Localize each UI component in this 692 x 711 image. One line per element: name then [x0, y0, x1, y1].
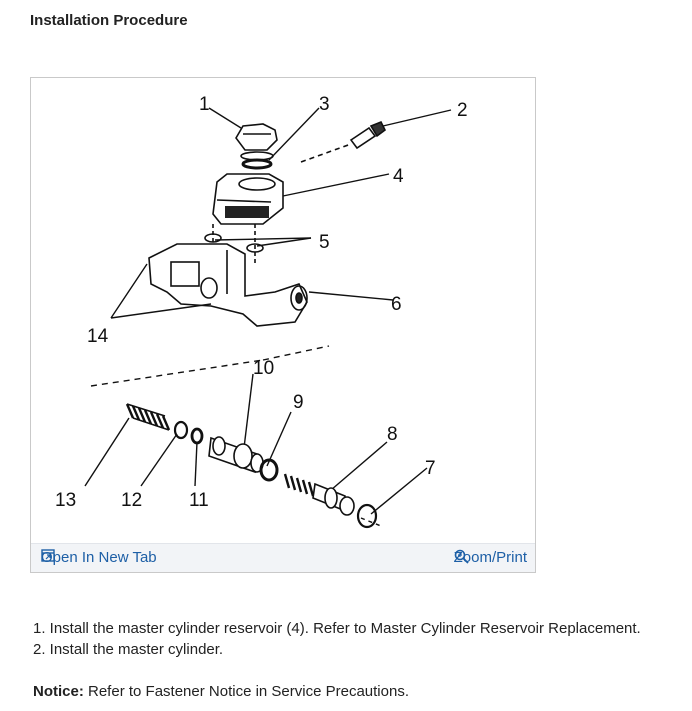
callout-3: 3	[319, 94, 330, 115]
magnifier-icon	[454, 549, 469, 564]
return-spring	[125, 403, 171, 431]
open-in-new-tab-label: Open In New Tab	[41, 549, 157, 566]
callout-numbers: 1 2 3 4 5 6 7 8 9 10 11 12 13 14	[55, 94, 468, 511]
figure-toolbar: Open In New Tab Zoom/Print	[31, 543, 535, 572]
seal	[259, 458, 279, 482]
seal	[173, 420, 189, 440]
callout-7: 7	[425, 458, 436, 479]
reservoir-cap	[235, 123, 278, 161]
notice-text: Refer to Fastener Notice in Service Prec…	[83, 683, 409, 700]
master-cylinder-diagram: 1 2 3 4 5 6 7 8 9 10 11 12 13 14	[55, 94, 468, 529]
zoom-print-link[interactable]: Zoom/Print	[454, 549, 527, 566]
seal	[190, 427, 204, 445]
callout-14: 14	[87, 326, 109, 347]
diagram-figure: 1 2 3 4 5 6 7 8 9 10 11 12 13 14 Open In…	[30, 77, 536, 573]
procedure-steps: 1. Install the master cylinder reservoir…	[33, 618, 641, 660]
section-heading: Installation Procedure	[30, 12, 188, 29]
callout-8: 8	[387, 424, 398, 445]
callout-2: 2	[457, 100, 468, 121]
callout-5: 5	[319, 232, 330, 253]
retaining-ring	[356, 503, 378, 529]
open-in-new-tab-link[interactable]: Open In New Tab	[41, 549, 157, 566]
notice-label: Notice:	[33, 683, 84, 700]
callout-11: 11	[189, 490, 209, 511]
callout-leaders	[84, 107, 452, 527]
primary-piston	[283, 473, 355, 516]
secondary-piston	[208, 436, 264, 474]
callout-9: 9	[293, 392, 304, 413]
callout-12: 12	[121, 490, 142, 511]
zoom-print-label: Zoom/Print	[453, 549, 527, 566]
step-item: 2. Install the master cylinder.	[33, 641, 224, 658]
callout-1: 1	[199, 94, 210, 115]
fluid-level-sensor	[300, 120, 387, 163]
reservoir-seal	[241, 158, 273, 170]
callout-6: 6	[391, 294, 402, 315]
callout-13: 13	[55, 490, 76, 511]
master-cylinder-body	[148, 243, 308, 327]
reservoir	[212, 173, 284, 225]
notice: Notice: Refer to Fastener Notice in Serv…	[33, 683, 409, 700]
callout-4: 4	[393, 166, 404, 187]
step-item: 1. Install the master cylinder reservoir…	[33, 620, 641, 637]
open-new-tab-icon	[41, 549, 55, 562]
callout-10: 10	[253, 358, 274, 379]
